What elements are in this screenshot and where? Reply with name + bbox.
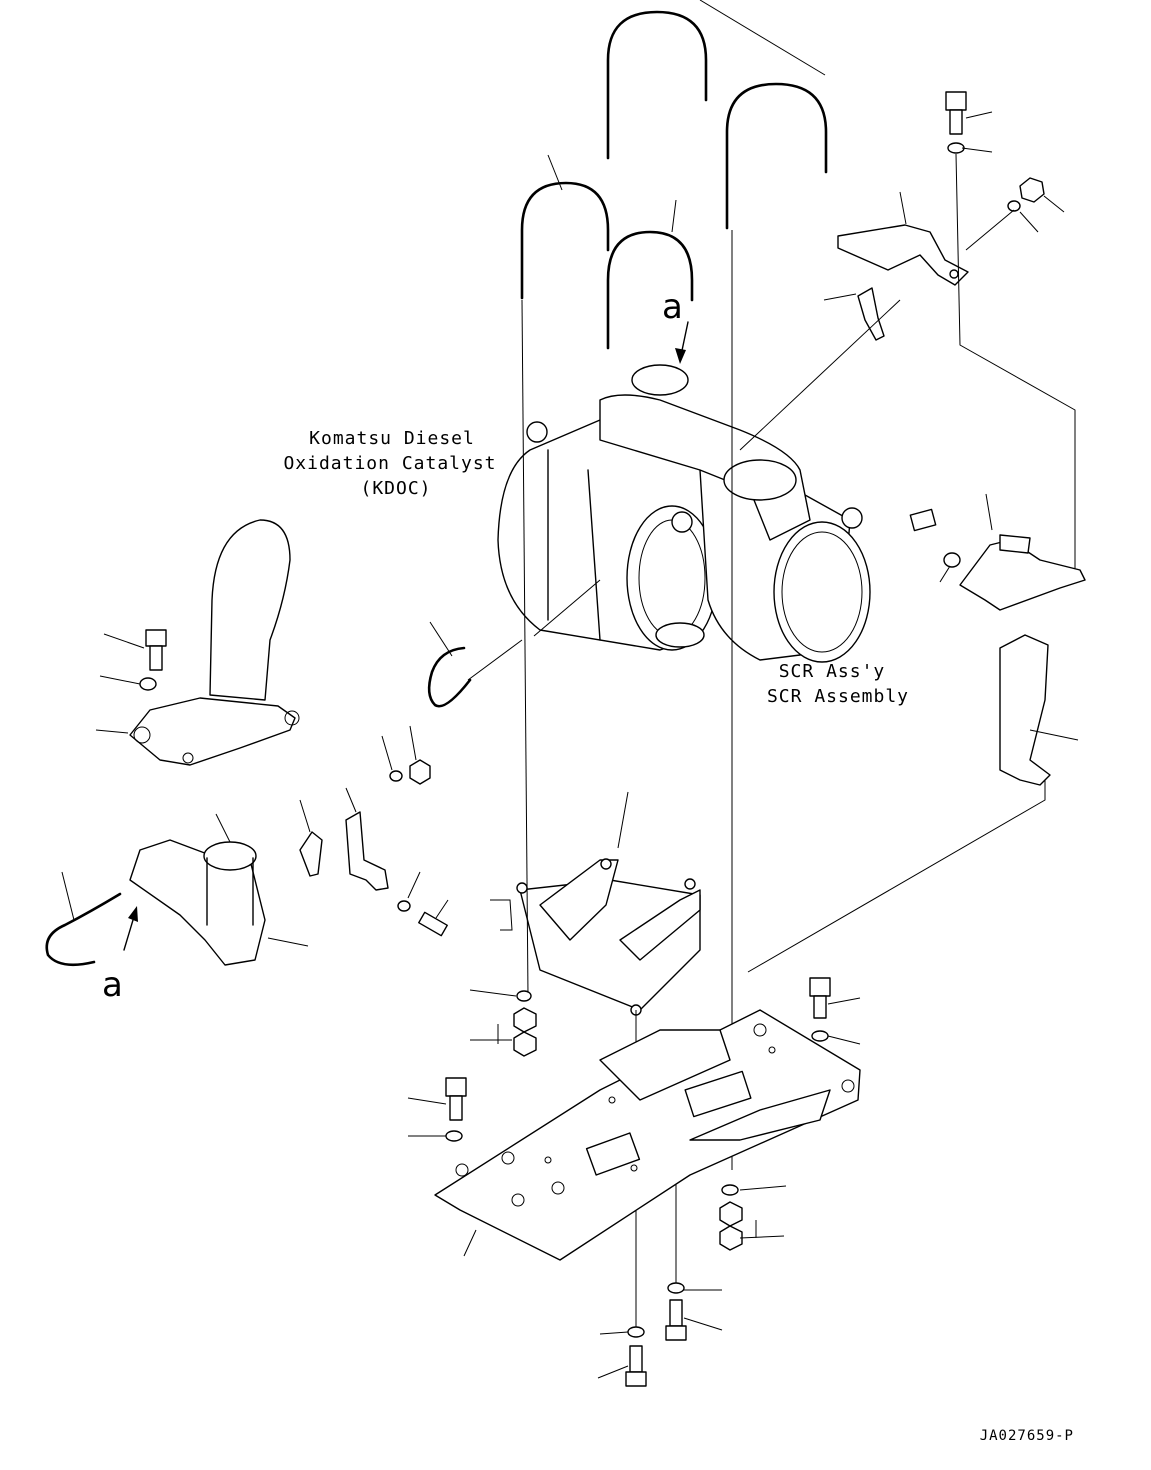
view-a-arrow-left	[128, 906, 138, 922]
right-vertical-stay	[747, 634, 1079, 973]
small-u-bolt-left	[45, 871, 122, 967]
scr-label-line1: SCR Ass'y	[779, 661, 886, 682]
kdoc-leader	[533, 579, 601, 637]
u-bolt-small-pair	[520, 154, 694, 350]
base-plate	[434, 1009, 861, 1261]
upper-right-nut	[965, 177, 1065, 251]
upper-right-bracket	[823, 191, 969, 341]
scr-leader	[739, 299, 901, 451]
kdoc-label-line1: Komatsu Diesel	[309, 428, 475, 449]
inlet-pipe-flange	[95, 519, 300, 766]
kdoc-label: Komatsu Diesel Oxidation Catalyst (KDOC)	[283, 428, 496, 499]
scr-label-line2: SCR Assembly	[767, 686, 909, 707]
clamp-parts	[299, 725, 449, 937]
guide-line-1	[521, 299, 529, 997]
saddle-bracket	[490, 791, 701, 1016]
right-middle-bracket	[909, 493, 1086, 611]
kdoc-scr-assembly	[497, 364, 871, 663]
base-plate-fasteners	[407, 977, 861, 1387]
upper-right-bolt	[945, 91, 1076, 570]
kdoc-label-line3: (KDOC)	[360, 478, 431, 499]
view-a-label-left: a	[102, 965, 123, 1005]
drawing-code: JA027659-P	[980, 1428, 1074, 1444]
saddle-fasteners	[469, 989, 537, 1057]
view-a-label-top: a	[662, 287, 683, 327]
elbow-pipe	[129, 813, 309, 966]
view-a-arrow-top	[675, 348, 686, 364]
kdoc-label-line2: Oxidation Catalyst	[283, 453, 496, 474]
scr-label: SCR Ass'y SCR Assembly	[767, 661, 909, 707]
small-u-bolt-middle	[427, 621, 523, 708]
u-bolt-large-pair	[606, 0, 828, 230]
